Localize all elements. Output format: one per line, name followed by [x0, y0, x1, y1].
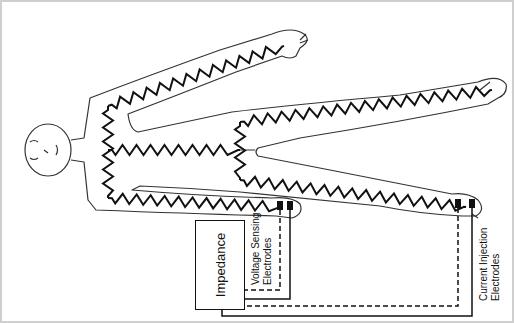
box-label: Impedance — [213, 233, 228, 297]
electrode-label: Current Injection Electrodes — [478, 207, 502, 301]
resistor-zigzag — [108, 145, 240, 155]
resistor-symbol — [103, 46, 492, 211]
electrode — [277, 199, 475, 210]
sense-wire — [245, 208, 458, 306]
resistor-zigzag — [240, 87, 492, 126]
electrode-label: Voltage Sensing Electrodes — [250, 191, 274, 285]
resistor-zigzag — [103, 106, 113, 198]
resistor-zigzag — [108, 194, 282, 212]
body-outline — [25, 30, 506, 218]
resistor-zigzag — [108, 46, 284, 108]
impedance-box: Impedance — [195, 220, 245, 310]
resistor-zigzag — [235, 122, 245, 180]
resistor-zigzag — [240, 177, 466, 211]
